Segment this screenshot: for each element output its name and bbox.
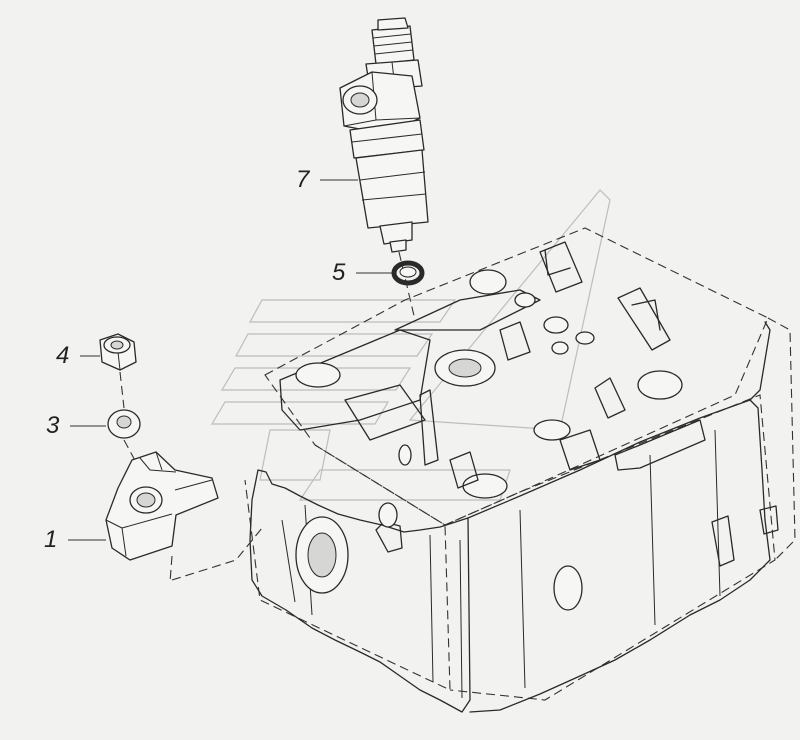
callout-3: 3 — [46, 412, 60, 439]
callout-1: 1 — [44, 526, 58, 553]
nut-part-4 — [99, 333, 137, 371]
clamp-part-1 — [105, 451, 219, 561]
callout-5: 5 — [332, 259, 346, 286]
callout-7: 7 — [296, 166, 310, 193]
axis-line-injector — [398, 251, 416, 321]
axis-line-clamp — [171, 527, 263, 581]
washer-part-3 — [107, 409, 141, 439]
injector-part-7 — [339, 17, 429, 253]
axis-line-fasteners-upper — [119, 371, 125, 409]
axis-line-fasteners-lower — [123, 439, 139, 467]
watermark-logo — [210, 189, 611, 501]
callout-4: 4 — [56, 342, 70, 369]
axis-line-clamp-drop — [169, 555, 173, 583]
seal-ring-part-5 — [391, 260, 425, 286]
cylinder-head — [244, 227, 796, 713]
side-hole — [553, 565, 583, 611]
